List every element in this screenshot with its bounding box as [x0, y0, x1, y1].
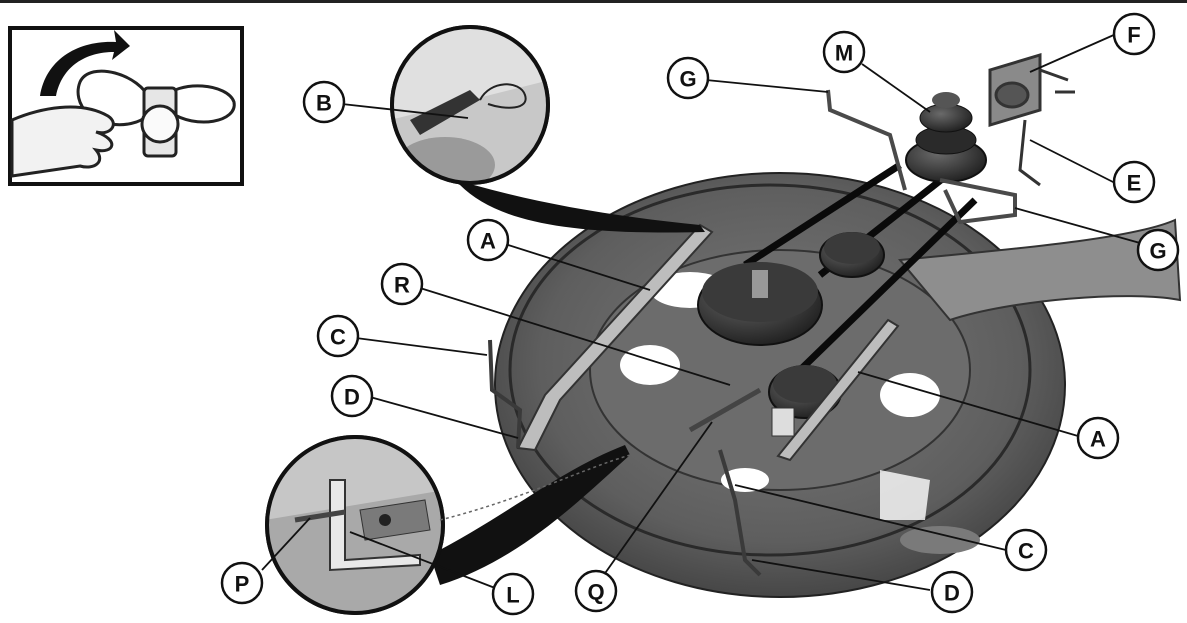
callout-label: B [316, 91, 332, 116]
callout-C-left: C [316, 314, 360, 358]
magnifier-deck-link-detail [265, 435, 631, 615]
callout-C-right: C [1004, 528, 1048, 572]
hand-icon [10, 105, 115, 178]
callout-label: Q [587, 580, 604, 605]
connecting-rod [688, 387, 762, 433]
callout-B: B [302, 80, 346, 124]
callout-label: L [506, 583, 519, 608]
hairpin-inset [8, 26, 244, 186]
callout-A-left: A [466, 218, 510, 262]
callout-R: R [380, 262, 424, 306]
callout-G-top: G [666, 56, 710, 100]
leader-lines [261, 33, 1141, 591]
callout-label: A [480, 229, 496, 254]
callout-L: L [491, 572, 535, 616]
pulleys [697, 232, 885, 437]
callout-label: G [1149, 239, 1166, 264]
callout-label: C [1018, 539, 1034, 564]
callout-label: F [1127, 23, 1140, 48]
callout-M: M [822, 30, 866, 74]
callout-E: E [1112, 160, 1156, 204]
callout-label: A [1090, 427, 1106, 452]
side-brackets [488, 339, 762, 577]
lift-links [826, 89, 1017, 225]
lift-arms [516, 223, 900, 462]
rotate-arrow-icon [40, 30, 130, 96]
callout-Q: Q [574, 569, 618, 613]
callout-label: D [944, 581, 960, 606]
top-border [0, 0, 1187, 3]
callout-D-right: D [930, 570, 974, 614]
magnifier-hairpin-detail [390, 25, 705, 233]
callout-A-right: A [1076, 416, 1120, 460]
deck-hanger-bracket [988, 52, 1075, 187]
callout-F: F [1112, 12, 1156, 56]
callout-D-left: D [330, 374, 374, 418]
callout-label: M [835, 41, 853, 66]
engine-pulley-stack [905, 92, 987, 183]
callout-label: P [235, 572, 250, 597]
callout-label: E [1127, 171, 1142, 196]
callout-label: G [679, 67, 696, 92]
callout-label: R [394, 273, 410, 298]
callout-G-right: G [1136, 228, 1180, 272]
callout-P: P [220, 561, 264, 605]
callout-label: C [330, 325, 346, 350]
callout-label: D [344, 385, 360, 410]
